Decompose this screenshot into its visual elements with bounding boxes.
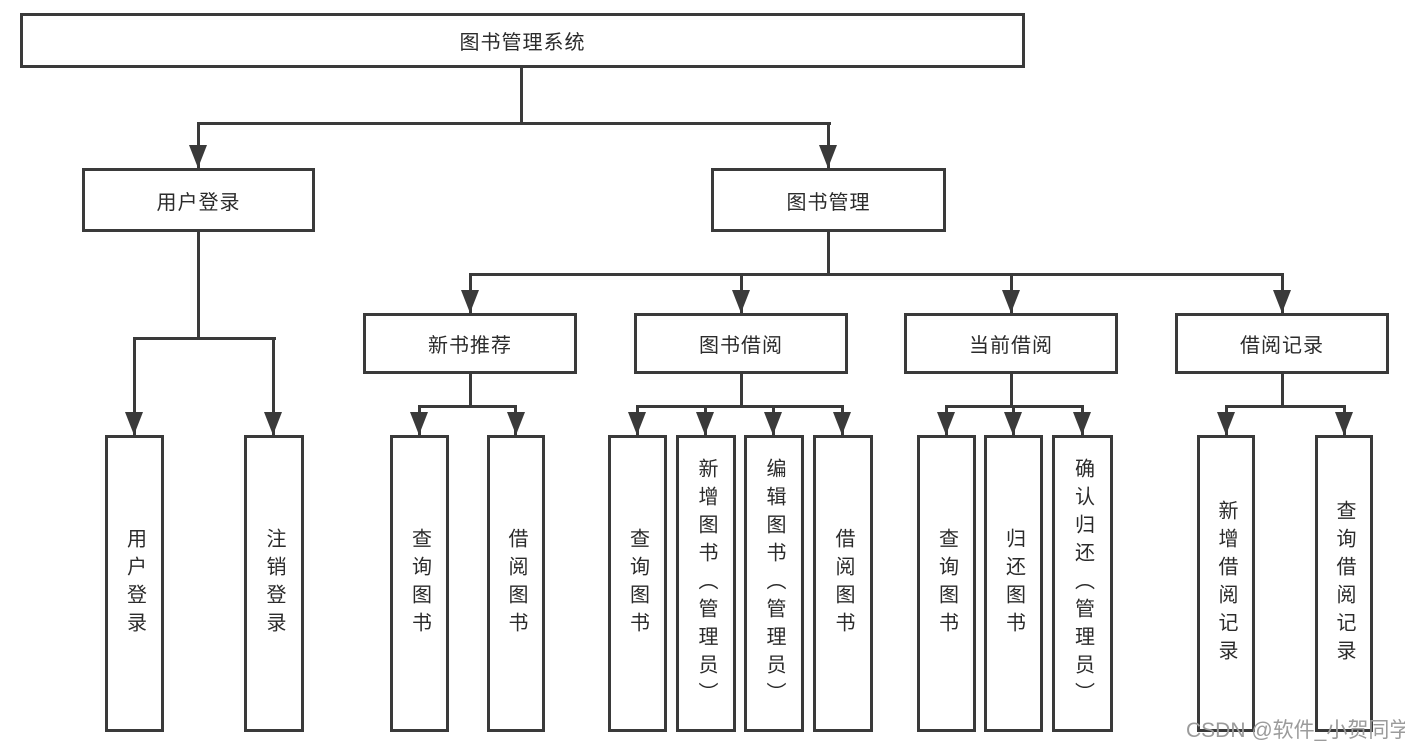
connector-line — [827, 232, 830, 273]
leaf-user-login-label: 用户登录 — [123, 527, 146, 640]
arrowhead-down-icon — [125, 412, 143, 435]
arrowhead-down-icon — [1335, 412, 1353, 435]
leaf-edit-books-admin: 编辑图书（管理员） — [744, 435, 804, 732]
leaf-borrow-books-recommend-label: 借阅图书 — [505, 527, 527, 640]
leaf-logout: 注销登录 — [244, 435, 304, 732]
leaf-query-books-current-label: 查询图书 — [935, 527, 958, 640]
arrowhead-down-icon — [189, 145, 207, 168]
arrowhead-down-icon — [410, 412, 428, 435]
connector-line — [272, 337, 275, 435]
connector-line — [636, 405, 844, 408]
arrowhead-down-icon — [264, 412, 282, 435]
arrowhead-down-icon — [833, 412, 851, 435]
node-root-system: 图书管理系统 — [20, 13, 1025, 68]
connector-line — [740, 374, 743, 405]
node-book-borrow: 图书借阅 — [634, 313, 848, 374]
node-current-borrow-label: 当前借阅 — [969, 335, 1053, 357]
leaf-query-books-borrow-label: 查询图书 — [626, 527, 649, 640]
arrowhead-down-icon — [507, 412, 525, 435]
connector-line — [133, 337, 276, 340]
leaf-query-books-recommend-label: 查询图书 — [408, 527, 431, 640]
leaf-borrow-books-recommend: 借阅图书 — [487, 435, 545, 732]
node-borrow-records: 借阅记录 — [1175, 313, 1389, 374]
arrowhead-down-icon — [461, 290, 479, 313]
node-book-borrow-label: 图书借阅 — [699, 335, 783, 357]
leaf-logout-label: 注销登录 — [263, 527, 285, 640]
connector-line — [1225, 405, 1346, 408]
node-user-login: 用户登录 — [82, 168, 315, 232]
leaf-query-borrow-record-label: 查询借阅记录 — [1333, 499, 1355, 668]
connector-line — [469, 273, 1283, 276]
leaf-edit-books-admin-label: 编辑图书（管理员） — [763, 457, 785, 710]
node-user-login-label: 用户登录 — [156, 191, 241, 214]
leaf-add-books-admin-label: 新增图书（管理员） — [695, 457, 717, 710]
leaf-confirm-return-admin: 确认归还（管理员） — [1052, 435, 1113, 732]
arrowhead-down-icon — [819, 145, 837, 168]
node-root-label: 图书管理系统 — [459, 32, 586, 54]
leaf-confirm-return-admin-label: 确认归还（管理员） — [1071, 457, 1094, 710]
node-book-management-label: 图书管理 — [786, 191, 871, 214]
leaf-add-borrow-record: 新增借阅记录 — [1197, 435, 1255, 732]
node-current-borrow: 当前借阅 — [904, 313, 1118, 374]
leaf-add-borrow-record-label: 新增借阅记录 — [1215, 499, 1237, 668]
leaf-add-books-admin: 新增图书（管理员） — [676, 435, 736, 732]
connector-line — [520, 68, 523, 122]
connector-line — [1010, 374, 1013, 405]
leaf-return-books: 归还图书 — [984, 435, 1043, 732]
connector-line — [197, 232, 200, 337]
leaf-query-books-borrow: 查询图书 — [608, 435, 667, 732]
connector-line — [469, 374, 472, 405]
arrowhead-down-icon — [764, 412, 782, 435]
leaf-borrow-books: 借阅图书 — [813, 435, 873, 732]
leaf-query-borrow-record: 查询借阅记录 — [1315, 435, 1373, 732]
leaf-borrow-books-label: 借阅图书 — [832, 527, 854, 640]
connector-line — [418, 405, 517, 408]
node-new-book-recommend: 新书推荐 — [363, 313, 577, 374]
arrowhead-down-icon — [1073, 412, 1091, 435]
arrowhead-down-icon — [1004, 412, 1022, 435]
arrowhead-down-icon — [1217, 412, 1235, 435]
leaf-user-login: 用户登录 — [105, 435, 164, 732]
arrowhead-down-icon — [1273, 290, 1291, 313]
arrowhead-down-icon — [732, 290, 750, 313]
connector-line — [1281, 374, 1284, 405]
csdn-watermark: CSDN @软件_小贺同学 — [1186, 719, 1405, 742]
leaf-return-books-label: 归还图书 — [1002, 527, 1025, 640]
arrowhead-down-icon — [628, 412, 646, 435]
connector-line — [133, 337, 136, 435]
node-new-book-recommend-label: 新书推荐 — [428, 335, 512, 357]
leaf-query-books-current: 查询图书 — [917, 435, 976, 732]
arrowhead-down-icon — [937, 412, 955, 435]
node-book-management: 图书管理 — [711, 168, 946, 232]
node-borrow-records-label: 借阅记录 — [1240, 335, 1324, 357]
leaf-query-books-recommend: 查询图书 — [390, 435, 449, 732]
connector-line — [197, 122, 831, 125]
arrowhead-down-icon — [1002, 290, 1020, 313]
arrowhead-down-icon — [696, 412, 714, 435]
